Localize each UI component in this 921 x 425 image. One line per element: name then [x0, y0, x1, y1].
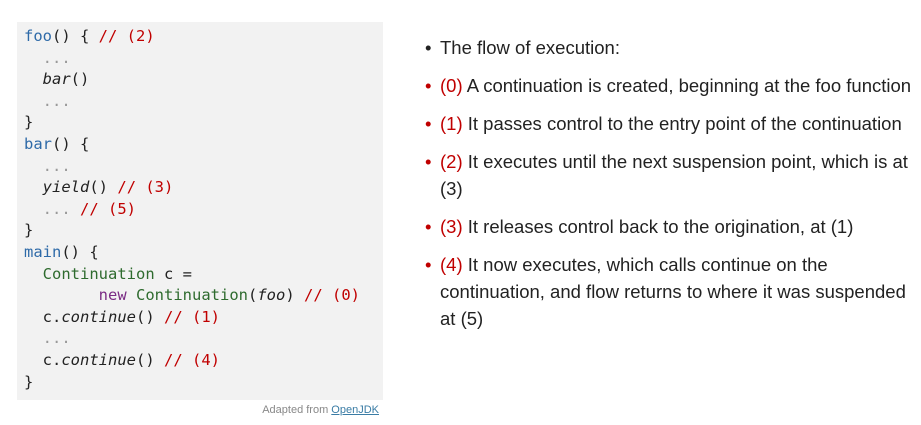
code-token: continue: [61, 307, 136, 326]
code-token: c.: [42, 307, 62, 326]
code-token: yield: [42, 178, 90, 197]
code-token: Continuation: [42, 264, 155, 283]
list-item: • (1) It passes control to the entry poin…: [425, 110, 917, 137]
step-number: (0): [440, 75, 463, 96]
step-number: (4): [440, 254, 463, 275]
bullet-icon: •: [425, 151, 432, 172]
caption-text: Adapted from: [262, 404, 332, 416]
bullet-icon: •: [425, 216, 432, 237]
code-token: continue: [61, 350, 136, 369]
execution-flow-list: • The flow of execution: • (0) A continuat…: [425, 34, 917, 343]
code-token: }: [24, 372, 34, 391]
openjdk-link[interactable]: OpenJDK: [331, 404, 379, 416]
code-token: () {: [52, 27, 99, 45]
code-comment: // (4): [164, 350, 221, 369]
code-ellipsis: ...: [42, 199, 71, 218]
code-ellipsis: ...: [42, 48, 71, 67]
code-block: foo() { // (2) ... bar() ... } bar() { .…: [17, 22, 383, 400]
code-token: (): [136, 307, 155, 326]
list-item: • (4) It now executes, which calls contin…: [425, 251, 917, 332]
bullet-icon: •: [425, 113, 432, 134]
bullet-text: It executes until the next suspension po…: [440, 151, 908, 199]
list-item: • (3) It releases control back to the ori…: [425, 213, 917, 240]
code-token: Continuation: [136, 286, 248, 305]
code-ellipsis: ...: [42, 156, 71, 175]
code-token: (): [89, 178, 109, 197]
list-item: • The flow of execution:: [425, 34, 917, 61]
code-token: foo: [257, 286, 286, 305]
step-number: (2): [440, 151, 463, 172]
code-comment: // (5): [80, 199, 137, 218]
code-comment: // (0): [304, 286, 360, 305]
list-item: • (0) A continuation is created, beginnin…: [425, 72, 917, 99]
code-ellipsis: ...: [42, 91, 71, 110]
bullet-icon: •: [425, 37, 432, 58]
code-token: main: [24, 242, 62, 261]
source-caption: Adapted from OpenJDK: [262, 404, 379, 416]
code-listing: foo() { // (2) ... bar() ... } bar() { .…: [24, 27, 360, 391]
code-keyword: new: [98, 286, 127, 305]
bullet-text: It now executes, which calls continue on…: [440, 254, 906, 329]
code-ellipsis: ...: [42, 329, 71, 348]
code-comment: // (2): [98, 27, 155, 45]
code-comment: // (1): [164, 307, 221, 326]
code-comment: // (3): [117, 178, 174, 197]
list-item: • (2) It executes until the next suspensi…: [425, 148, 917, 202]
code-token: () {: [52, 134, 90, 153]
bullet-text: The flow of execution:: [440, 37, 620, 58]
code-token: () {: [61, 242, 99, 261]
code-token: (): [70, 70, 90, 89]
code-token: }: [24, 221, 34, 240]
step-number: (3): [440, 216, 463, 237]
bullet-icon: •: [425, 254, 432, 275]
code-token: }: [24, 113, 34, 132]
code-token: c =: [154, 264, 192, 283]
step-number: (1): [440, 113, 463, 134]
code-token: (): [136, 350, 155, 369]
code-token: bar: [24, 134, 52, 153]
code-token: c.: [42, 350, 62, 369]
bullet-text: A continuation is created, beginning at …: [462, 75, 912, 96]
bullet-icon: •: [425, 75, 432, 96]
bullet-text: It releases control back to the originat…: [462, 216, 854, 237]
code-token: foo: [24, 27, 52, 45]
code-token: bar: [42, 70, 71, 89]
bullet-text: It passes control to the entry point of …: [462, 113, 902, 134]
